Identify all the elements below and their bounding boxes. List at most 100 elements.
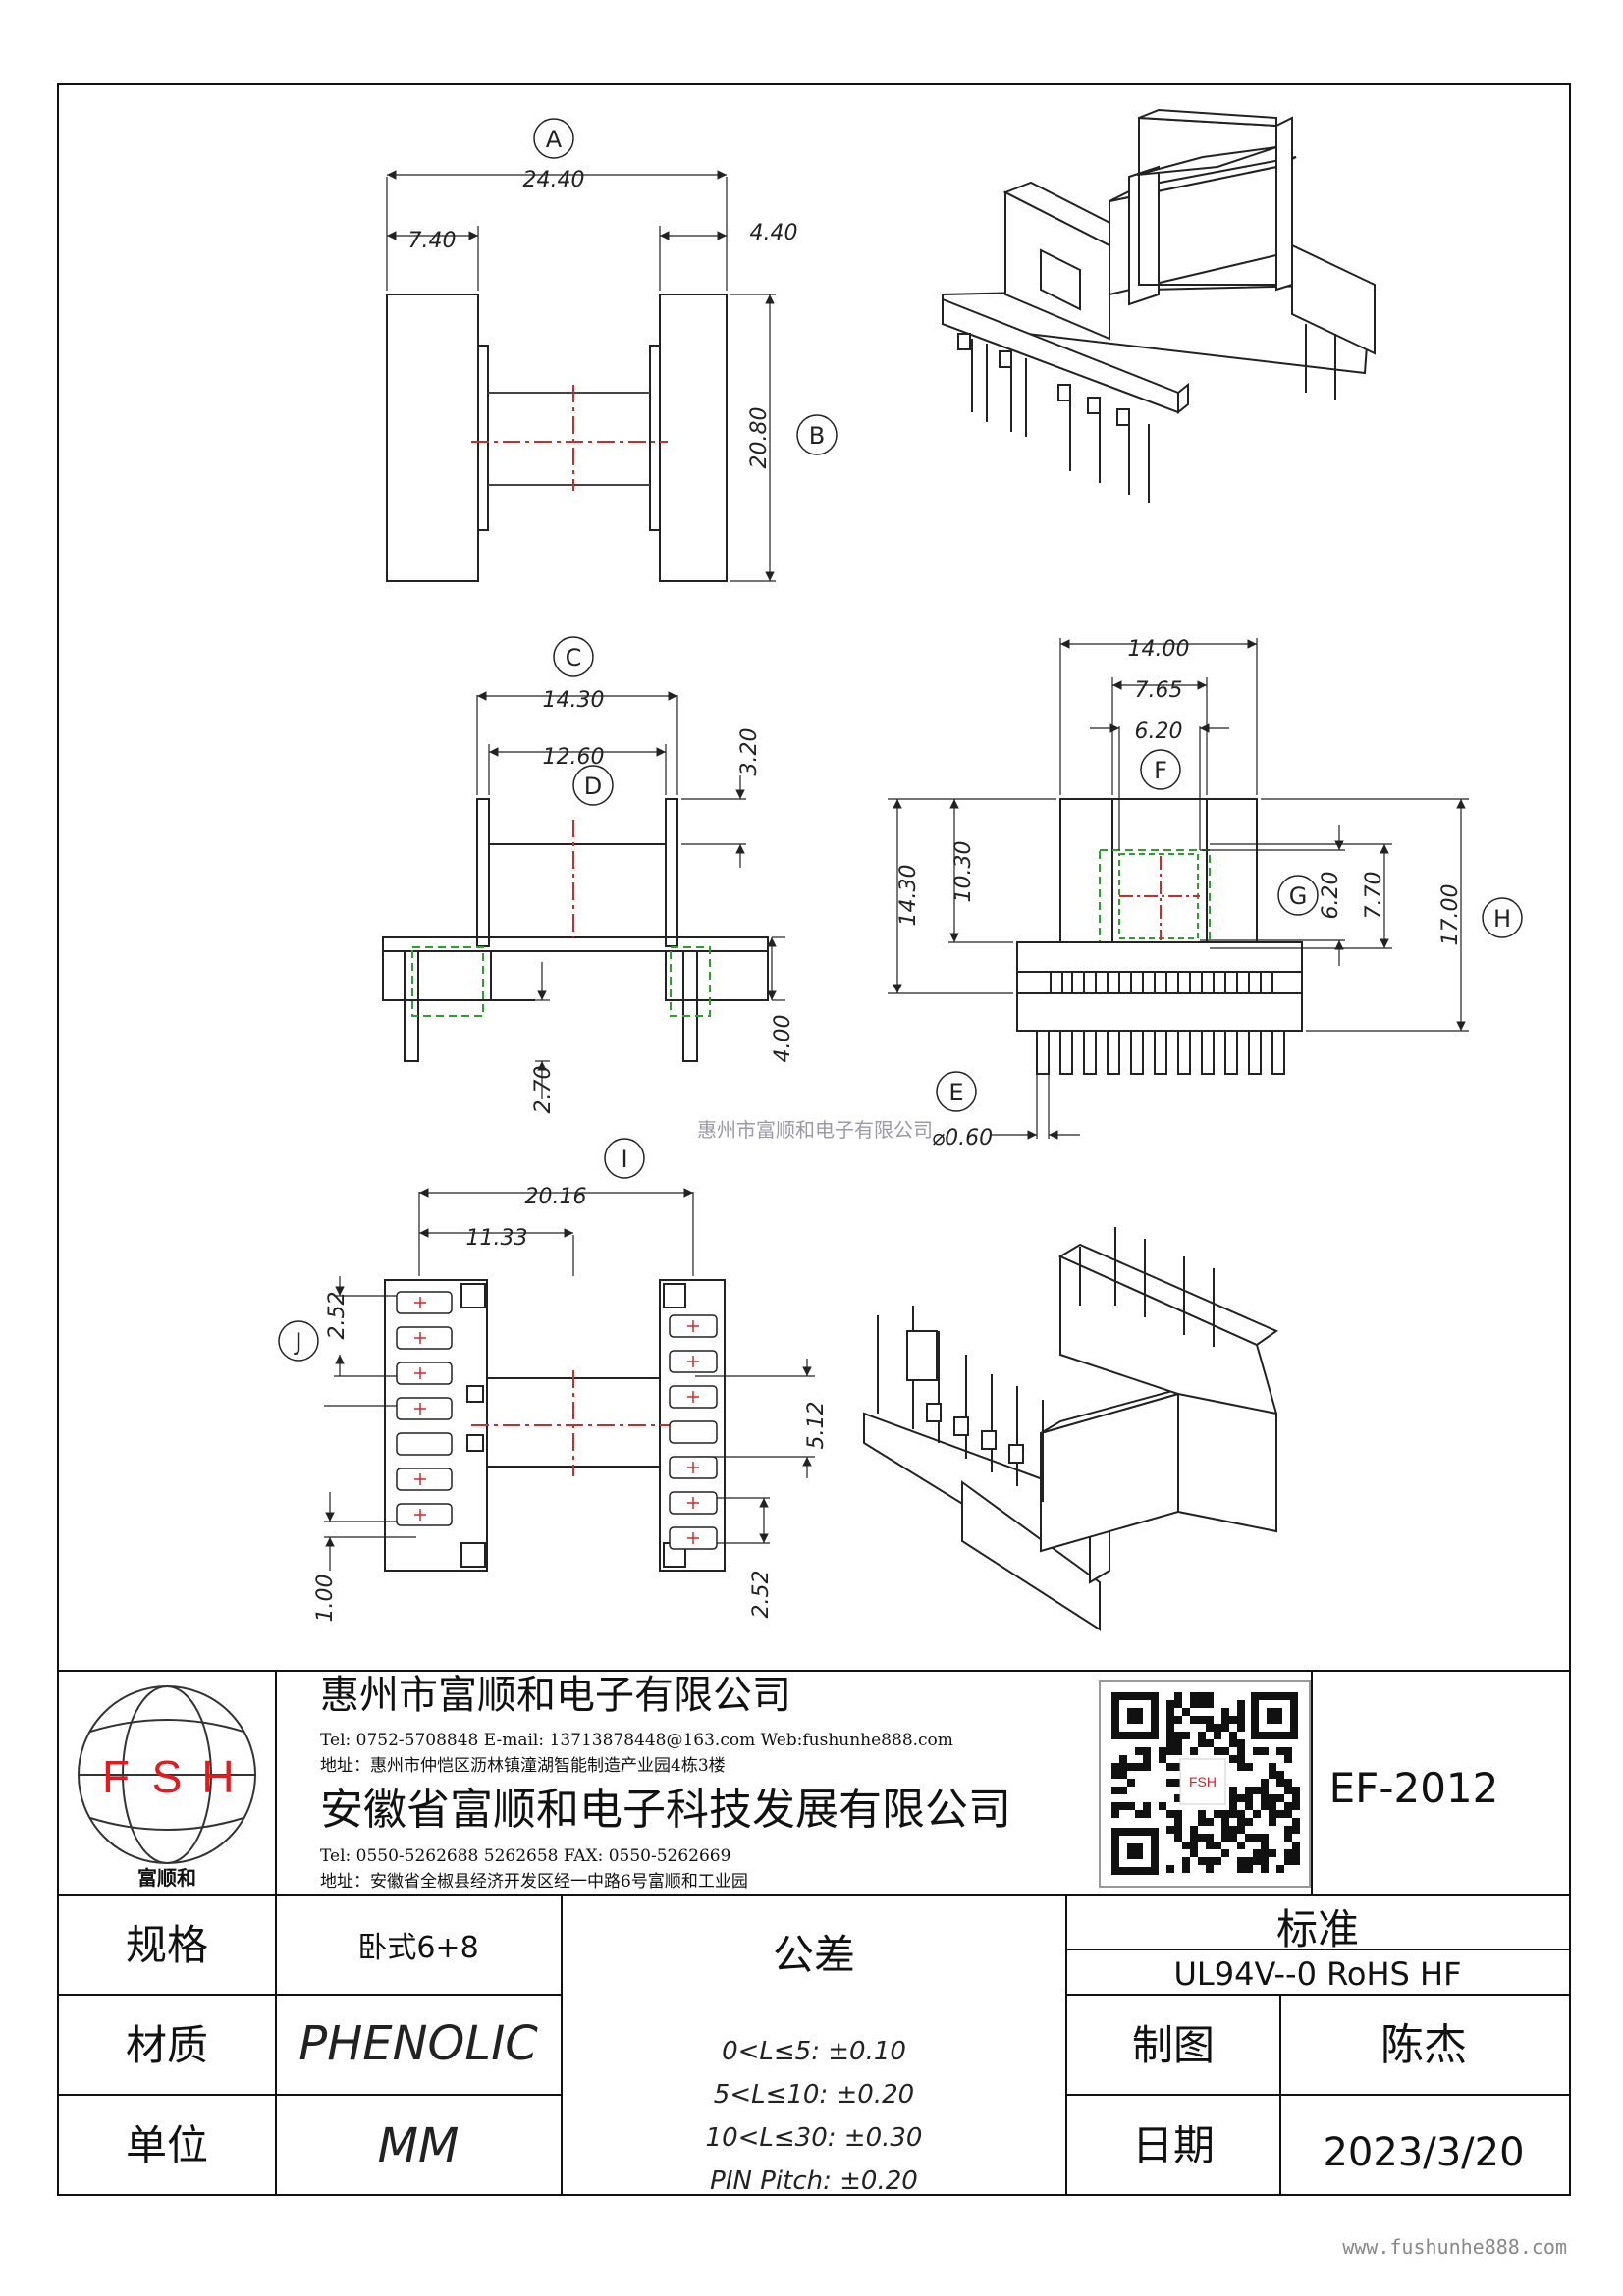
- material-value: PHENOLIC: [298, 2016, 538, 2071]
- qr-module: [1206, 1834, 1214, 1842]
- qr-module: [1166, 1865, 1174, 1873]
- qr-module: [1284, 1834, 1292, 1842]
- qr-module: [1237, 1794, 1245, 1802]
- qr-module: [1269, 1849, 1276, 1857]
- company-name-anhui: 安徽省富顺和电子科技发展有限公司: [320, 1785, 1011, 1835]
- qr-module: [1198, 1739, 1206, 1747]
- qr-module: [1229, 1787, 1237, 1794]
- bubble-B: B: [809, 422, 825, 450]
- qr-module: [1159, 1755, 1166, 1763]
- qr-module: [1190, 1849, 1198, 1857]
- qr-module: [1221, 1818, 1229, 1826]
- qr-module: [1261, 1857, 1269, 1865]
- spec-value: 卧式6+8: [357, 1931, 478, 1965]
- dim-pin-gap: 1.00: [313, 1575, 338, 1623]
- company-contact-huizhou: Tel: 0752-5708848 E-mail: 13713878448@16…: [320, 1731, 953, 1750]
- qr-module: [1237, 1857, 1245, 1865]
- qr-module: [1229, 1826, 1237, 1834]
- qr-module: [1174, 1700, 1182, 1708]
- qr-module: [1166, 1826, 1174, 1834]
- qr-module: [1166, 1708, 1174, 1716]
- dim-side-height: 17.00: [1438, 884, 1463, 946]
- qr-module: [1166, 1732, 1174, 1739]
- qr-module: [1269, 1802, 1276, 1810]
- qr-module: [1221, 1849, 1229, 1857]
- qr-module: [1174, 1739, 1182, 1747]
- qr-module: [1206, 1716, 1214, 1724]
- dim-side-window: 7.65: [1135, 678, 1183, 703]
- qr-module: [1182, 1732, 1190, 1739]
- qr-module: [1198, 1692, 1206, 1700]
- qr-module: [1269, 1794, 1276, 1802]
- qr-module: [1174, 1692, 1182, 1700]
- dim-overall-width: 24.40: [523, 168, 585, 192]
- dim-bottom-width: 20.16: [525, 1185, 587, 1209]
- qr-module: [1174, 1794, 1182, 1802]
- qr-module: [1276, 1794, 1284, 1802]
- qr-module: [1292, 1794, 1300, 1802]
- bubble-G: G: [1289, 882, 1308, 910]
- qr-center-logo: FSH: [1189, 1774, 1217, 1789]
- unit-label: 单位: [126, 2121, 208, 2169]
- dim-height-B: 20.80: [747, 407, 772, 469]
- company-contact-anhui: Tel: 0550-5262688 5262658 FAX: 0550-5262…: [320, 1846, 730, 1866]
- qr-module: [1229, 1739, 1237, 1747]
- qr-module: [1284, 1802, 1292, 1810]
- qr-module: [1245, 1857, 1253, 1865]
- qr-module: [1214, 1747, 1221, 1755]
- qr-module: [1221, 1826, 1229, 1834]
- qr-module: [1245, 1802, 1253, 1810]
- qr-module: [1143, 1810, 1151, 1818]
- title-block-grid: [58, 1670, 1570, 2195]
- qr-module: [1292, 1857, 1300, 1865]
- qr-module: [1190, 1826, 1198, 1834]
- qr-module: [1198, 1818, 1206, 1826]
- qr-module: [1261, 1834, 1269, 1842]
- part-number: EF-2012: [1329, 1764, 1499, 1812]
- qr-module: [1143, 1802, 1151, 1810]
- dim-left-flange: 7.40: [408, 229, 457, 253]
- qr-module: [1276, 1779, 1284, 1787]
- qr-module: [1245, 1787, 1253, 1794]
- logo-letter-s: S: [152, 1751, 183, 1802]
- qr-module: [1135, 1763, 1143, 1771]
- qr-module: [1135, 1810, 1143, 1818]
- qr-module: [1198, 1834, 1206, 1842]
- drawn-by-value: 陈杰: [1380, 2020, 1467, 2070]
- standard-label: 标准: [1276, 1905, 1359, 1953]
- bubble-H: H: [1493, 905, 1511, 933]
- qr-module: [1111, 1787, 1119, 1794]
- qr-module: [1284, 1826, 1292, 1834]
- qr-module: [1261, 1865, 1269, 1873]
- logo-letter-h: H: [201, 1751, 234, 1802]
- qr-module: [1261, 1842, 1269, 1849]
- qr-module: [1237, 1842, 1245, 1849]
- qr-module: [1182, 1708, 1190, 1716]
- qr-module: [1214, 1842, 1221, 1849]
- qr-module: [1166, 1810, 1174, 1818]
- qr-module: [1127, 1763, 1135, 1771]
- qr-module: [1253, 1857, 1261, 1865]
- qr-module: [1143, 1763, 1151, 1771]
- qr-module: [1182, 1857, 1190, 1865]
- qr-module: [1174, 1826, 1182, 1834]
- qr-module: [1119, 1802, 1127, 1810]
- view-top: [386, 118, 838, 582]
- qr-module: [1166, 1700, 1174, 1708]
- qr-module: [1198, 1716, 1206, 1724]
- qr-module: [1237, 1747, 1245, 1755]
- qr-module: [1206, 1739, 1214, 1747]
- qr-module: [1119, 1787, 1127, 1794]
- qr-module: [1276, 1771, 1284, 1779]
- company-address-anhui: 地址：安徽省全椒县经济开发区经一中路6号富顺和工业园: [320, 1872, 748, 1892]
- qr-module: [1190, 1834, 1198, 1842]
- qr-module: [1237, 1810, 1245, 1818]
- qr-module: [1174, 1716, 1182, 1724]
- qr-module: [1198, 1700, 1206, 1708]
- qr-module: [1119, 1763, 1127, 1771]
- spec-label: 规格: [126, 1921, 208, 1969]
- qr-module: [1229, 1834, 1237, 1842]
- dim-width-C: 14.30: [543, 688, 605, 713]
- bubble-J: J: [293, 1328, 301, 1356]
